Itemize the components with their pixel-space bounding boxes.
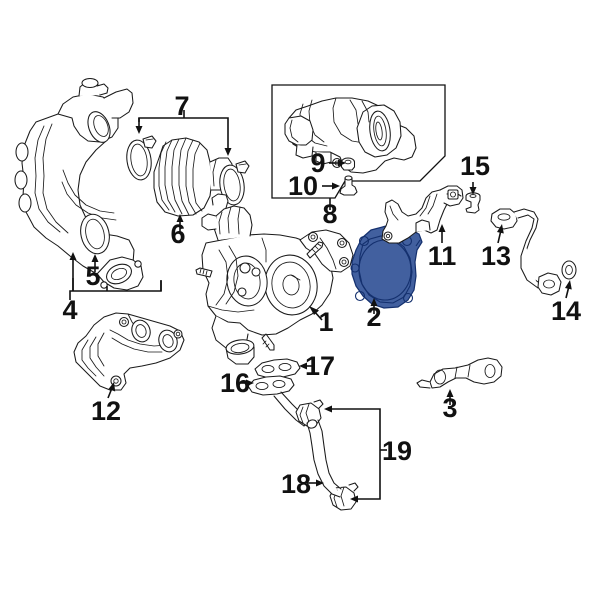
leader-lines (69, 110, 572, 503)
part-15-bolt[interactable] (465, 192, 481, 214)
part-10-stud-bolt[interactable] (339, 175, 358, 196)
part-5-gasket-ring[interactable] (77, 211, 113, 256)
callout-3[interactable]: 3 (442, 393, 457, 423)
callout-16[interactable]: 16 (220, 368, 250, 398)
callout-1[interactable]: 1 (318, 307, 333, 337)
callout-17[interactable]: 17 (305, 351, 335, 381)
callout-4[interactable]: 4 (62, 295, 77, 325)
part-3-bracket-stay[interactable] (416, 357, 503, 389)
callout-5[interactable]: 5 (85, 261, 100, 291)
callout-6[interactable]: 6 (170, 219, 185, 249)
part-8-turbocharger-inset[interactable] (284, 97, 417, 174)
part-18-coolant-hose[interactable] (306, 419, 342, 498)
callout-numbers: 1 2 3 4 5 6 7 8 9 10 11 12 13 14 15 16 1… (62, 91, 581, 499)
callout-12[interactable]: 12 (91, 396, 121, 426)
callout-7[interactable]: 7 (174, 91, 189, 121)
callout-10[interactable]: 10 (288, 171, 318, 201)
part-2-turbocharger-gasket[interactable] (350, 225, 423, 309)
callout-9[interactable]: 9 (310, 148, 325, 178)
part-11-turbo-bracket[interactable] (381, 185, 464, 244)
part-8-inset-frame (271, 84, 446, 199)
part-4-exhaust-manifold-assembly[interactable] (14, 77, 144, 291)
part-7-hose-clamp-left[interactable] (124, 135, 157, 181)
part-17-oil-pipe-gasket[interactable] (254, 358, 301, 379)
part-13-oil-feed-pipe[interactable] (490, 208, 562, 296)
part-14-washer[interactable] (561, 260, 577, 280)
callout-19[interactable]: 19 (382, 436, 412, 466)
callout-8[interactable]: 8 (322, 199, 337, 229)
callout-18[interactable]: 18 (281, 469, 311, 499)
callout-2[interactable]: 2 (366, 302, 381, 332)
part-12-engine-mount-bracket[interactable] (73, 312, 185, 391)
callout-11[interactable]: 11 (428, 241, 457, 271)
callout-15[interactable]: 15 (460, 151, 490, 181)
part-1-turbocharger[interactable] (195, 193, 354, 365)
callout-13[interactable]: 13 (481, 241, 511, 271)
callout-14[interactable]: 14 (551, 296, 581, 326)
